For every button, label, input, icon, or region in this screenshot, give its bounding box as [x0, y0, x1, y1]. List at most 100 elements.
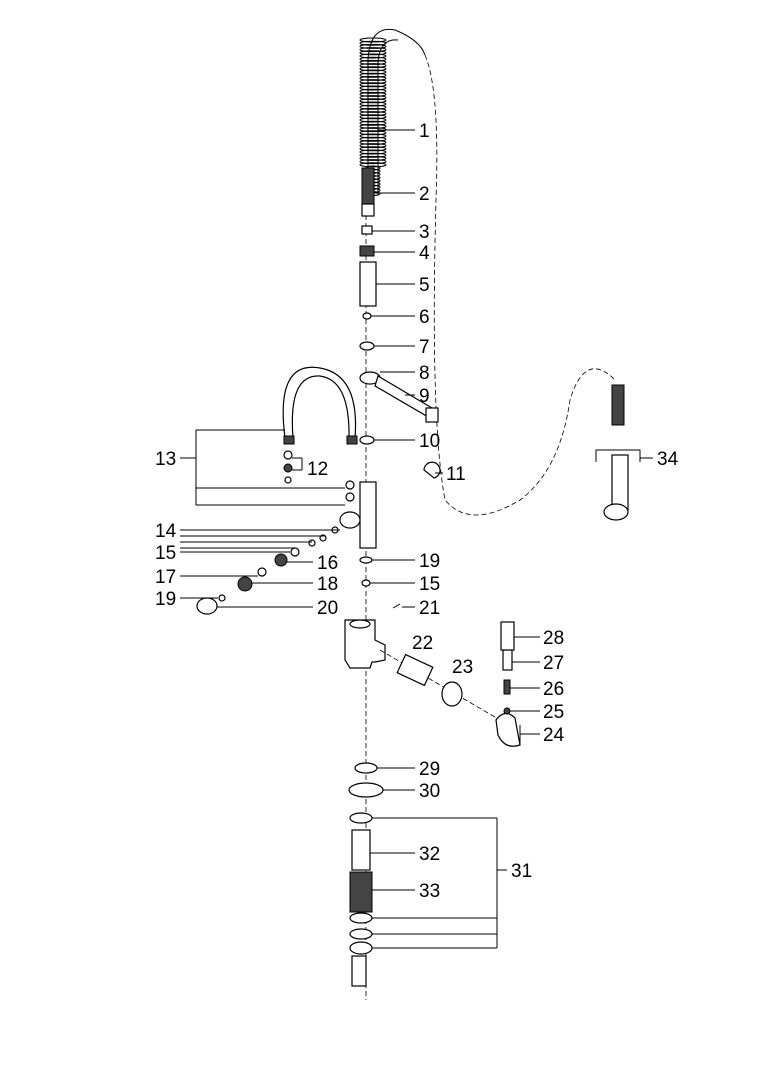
callout-15-right: 15 [419, 574, 440, 595]
part-10 [359, 435, 375, 445]
part-33 [349, 871, 373, 913]
spray-head-base [603, 503, 629, 521]
callout-9: 9 [419, 386, 430, 407]
callout-labels: 1 2 3 4 5 6 7 8 9 10 11 12 13 14 15 16 1… [155, 121, 679, 902]
coil-winding [359, 79, 387, 85]
arm-holder [425, 407, 439, 423]
callout-34: 34 [657, 449, 679, 470]
coil-winding [359, 139, 387, 145]
callout-4: 4 [419, 243, 430, 264]
callout-32: 32 [419, 844, 440, 865]
callout-26: 26 [543, 679, 564, 700]
upper-body [359, 481, 377, 549]
coil-winding [359, 133, 387, 139]
callout-13: 13 [155, 449, 176, 470]
coil-winding [359, 40, 387, 46]
coil-winding [359, 91, 387, 97]
callout-19-left: 19 [155, 589, 176, 610]
part-28 [500, 621, 515, 651]
part-29 [354, 762, 378, 774]
callout-27: 27 [543, 653, 564, 674]
coil-winding [359, 69, 387, 75]
callout-7: 7 [419, 337, 430, 358]
bracket-34 [595, 449, 641, 462]
part-15b [361, 579, 371, 587]
callout-15: 15 [155, 543, 176, 564]
coil-winding [359, 47, 387, 53]
coil-winding [359, 107, 387, 113]
small-parts [196, 450, 355, 615]
callout-11: 11 [446, 464, 466, 485]
pull-out-hose [424, 54, 616, 516]
callout-14: 14 [155, 521, 177, 542]
coil-winding [359, 88, 387, 94]
callout-21: 21 [419, 598, 440, 619]
coil-winding [359, 117, 387, 123]
coil-winding [359, 56, 387, 62]
spray-head [611, 454, 629, 511]
callout-29: 29 [419, 759, 440, 780]
coil-winding [359, 101, 387, 107]
coil-winding [359, 162, 387, 168]
coil-winding [359, 152, 387, 158]
callout-23: 23 [452, 657, 473, 678]
part-7-oring [359, 341, 375, 351]
spout-end-right [346, 435, 358, 445]
body-port [339, 511, 361, 529]
coil-winding [359, 155, 387, 161]
coil-winding [359, 120, 387, 126]
coil-winding [359, 136, 387, 142]
callout-33: 33 [419, 881, 440, 902]
callout-20: 20 [317, 598, 338, 619]
coil-winding [359, 146, 387, 152]
coil-winding [359, 53, 387, 59]
callout-3: 3 [419, 222, 430, 243]
coil-winding [359, 72, 387, 78]
coil-winding [359, 123, 387, 129]
coil-winding [359, 75, 387, 81]
spout-end-left [283, 435, 295, 445]
part-4 [359, 245, 375, 257]
cartridge-22 [396, 653, 434, 687]
callout-6: 6 [419, 307, 430, 328]
coil-winding [359, 130, 387, 136]
part-19b [359, 556, 373, 564]
part-27 [502, 649, 513, 671]
coil-winding [359, 59, 387, 65]
part-31a [349, 812, 373, 824]
callout-31: 31 [511, 861, 532, 882]
coil-winding [359, 50, 387, 56]
hose-part [361, 167, 375, 205]
coil-winding [359, 114, 387, 120]
part-31c [349, 928, 373, 940]
coil-winding [359, 66, 387, 72]
part-23 [441, 681, 463, 707]
callout-17: 17 [155, 567, 176, 588]
coil-winding [359, 104, 387, 110]
coil-winding [359, 98, 387, 104]
part-32 [351, 829, 371, 871]
valve-body [344, 619, 386, 669]
callout-12: 12 [307, 459, 328, 480]
coil-winding [359, 159, 387, 165]
callout-10: 10 [419, 431, 440, 452]
callout-24: 24 [543, 725, 565, 746]
callout-8: 8 [419, 363, 430, 384]
coil-winding [359, 85, 387, 91]
leader-lines [180, 129, 653, 949]
coil-winding [359, 143, 387, 149]
spray-hose [611, 384, 625, 426]
part-6 [362, 312, 372, 320]
part-5 [359, 261, 377, 307]
part-3 [361, 225, 373, 235]
coil-winding [359, 43, 387, 49]
part-31b [349, 912, 373, 924]
part-31d [349, 941, 373, 955]
part-21 [392, 603, 401, 609]
part-11 [423, 461, 441, 479]
part-25 [503, 707, 511, 715]
callout-22: 22 [412, 633, 433, 654]
callout-28: 28 [543, 628, 564, 649]
callout-2: 2 [419, 184, 430, 205]
